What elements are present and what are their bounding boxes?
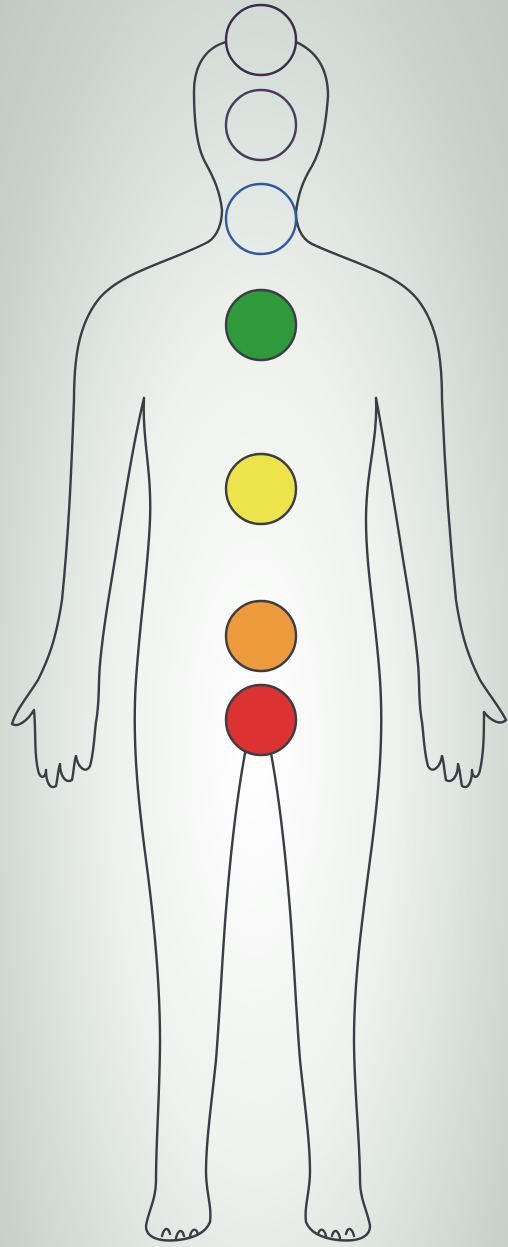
third-eye-chakra bbox=[226, 90, 296, 160]
chakra-group bbox=[226, 5, 296, 755]
crown-chakra bbox=[226, 5, 296, 75]
left-body-outline bbox=[135, 398, 246, 1240]
throat-chakra bbox=[226, 184, 296, 254]
sacral-chakra bbox=[226, 601, 296, 671]
heart-chakra bbox=[226, 290, 296, 360]
head-outline-right bbox=[296, 42, 328, 244]
solar-plexus-chakra bbox=[226, 454, 296, 524]
right-body-outline bbox=[270, 398, 381, 1240]
root-chakra bbox=[226, 685, 296, 755]
head-outline bbox=[194, 42, 226, 242]
right-arm-outline bbox=[312, 244, 506, 787]
left-arm-outline bbox=[12, 242, 208, 787]
